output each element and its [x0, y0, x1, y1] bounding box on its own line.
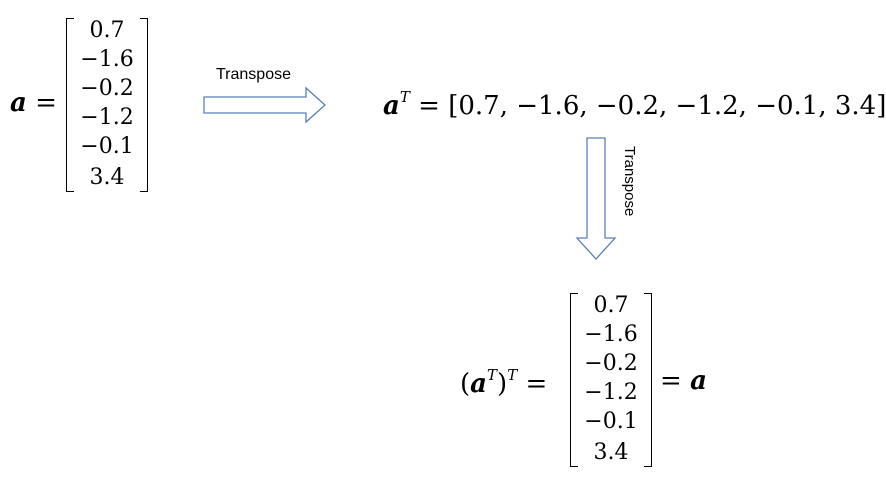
vector-a-symbol: a [690, 366, 707, 396]
left-bracket [66, 18, 74, 192]
double-transpose-rhs: = a [660, 368, 707, 394]
equals-sign: = [525, 369, 548, 399]
vector-entry: 3.4 [89, 165, 125, 190]
right-bracket [644, 293, 652, 467]
row-vector-values: [0.7, −1.6, −0.2, −1.2, −0.1, 3.4] [448, 91, 886, 121]
down-arrow-icon [575, 137, 617, 260]
left-bracket [570, 293, 578, 467]
equals-sign: = [35, 88, 57, 118]
vector-a-symbol: a [470, 369, 488, 399]
lhs-a-label: a = [10, 90, 57, 116]
vector-entry: −0.1 [80, 134, 134, 159]
vector-entries: 0.7 −1.6 −0.2 −1.2 −0.1 3.4 [580, 293, 642, 467]
column-vector-double-transpose: 0.7 −1.6 −0.2 −1.2 −0.1 3.4 [570, 293, 652, 467]
transpose-superscript: T [487, 366, 498, 384]
vector-entries: 0.7 −1.6 −0.2 −1.2 −0.1 3.4 [76, 18, 138, 192]
equals-sign: = [418, 91, 440, 121]
right-bracket [140, 18, 148, 192]
transpose-label-horizontal: Transpose [216, 66, 291, 83]
vector-a-symbol: a [10, 88, 27, 118]
vector-entry: −0.2 [584, 351, 638, 376]
column-vector-a: 0.7 −1.6 −0.2 −1.2 −0.1 3.4 [66, 18, 148, 192]
transpose-superscript: T [507, 366, 518, 384]
vector-entry: −1.2 [584, 380, 638, 405]
transpose-superscript: T [399, 88, 410, 106]
vector-entry: 0.7 [593, 293, 629, 318]
vector-entry: 0.7 [89, 18, 125, 43]
equals-sign: = [660, 366, 682, 396]
vector-entry: 3.4 [593, 440, 629, 465]
double-transpose-lhs: (aT)T = [460, 366, 548, 399]
vector-entry: −1.6 [584, 322, 638, 347]
vector-entry: −0.1 [584, 409, 638, 434]
transpose-row-equation: aT = [0.7, −1.6, −0.2, −1.2, −0.1, 3.4] [383, 88, 886, 121]
vector-entry: −0.2 [80, 76, 134, 101]
vector-entry: −1.6 [80, 47, 134, 72]
vector-a-symbol: a [383, 91, 400, 121]
vector-entry: −1.2 [80, 105, 134, 130]
transpose-label-vertical: Transpose [621, 146, 638, 217]
right-arrow-icon [203, 86, 326, 124]
